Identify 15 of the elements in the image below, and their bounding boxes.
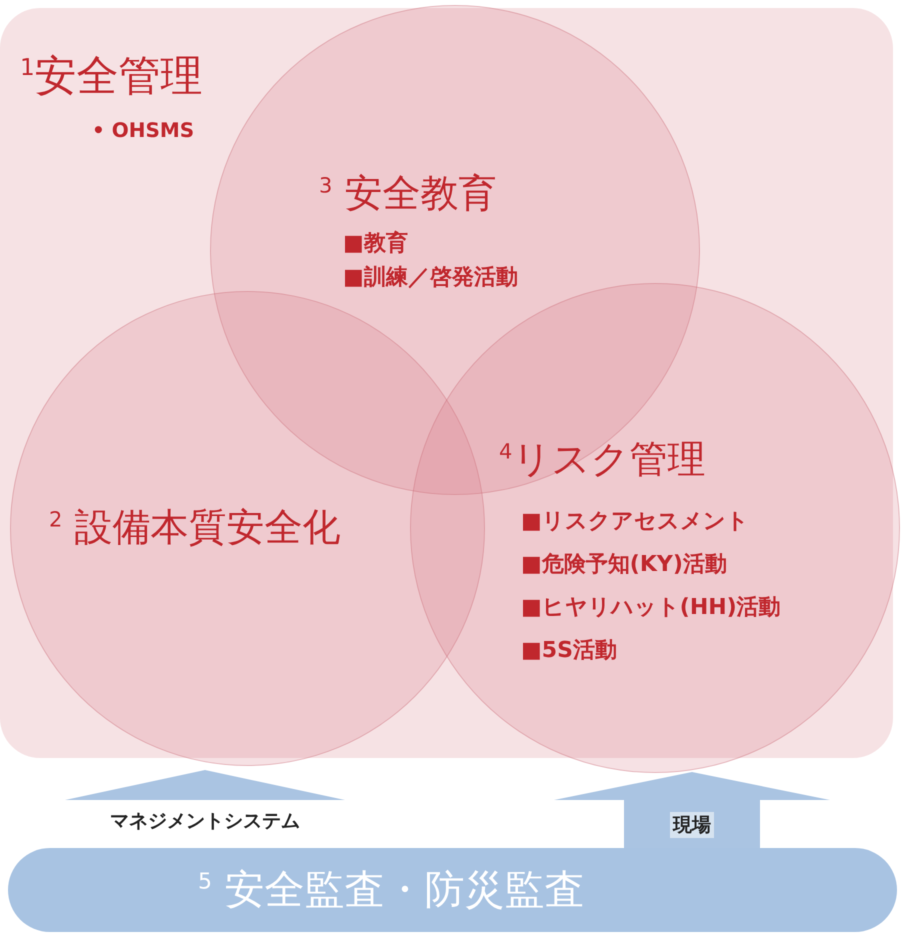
panel-title: $^{1}$安全管理 <box>20 50 203 102</box>
list-item: ■リスクアセスメント <box>521 508 749 536</box>
list-item: • OHSMS <box>92 118 194 142</box>
up-arrow <box>554 772 830 848</box>
rounded-panel <box>0 8 893 758</box>
list-item: ■ヒヤリハット(HH)活動 <box>521 594 781 622</box>
list-item: ■訓練／啓発活動 <box>343 264 518 292</box>
list-item: ■危険予知(KY)活動 <box>521 551 727 579</box>
bar-title: $^{5}$ 安全監査・防災監査 <box>198 866 585 915</box>
edge-label: 現場 <box>670 812 714 838</box>
list-item: ■教育 <box>343 230 408 258</box>
circle-title: $^{2}$ 設備本質安全化 <box>49 504 340 551</box>
circle-title: $^{3}$ 安全教育 <box>319 170 496 217</box>
list-item: ■5S活動 <box>521 637 617 665</box>
circle-title: $^{4}$リスク管理 <box>499 436 706 483</box>
